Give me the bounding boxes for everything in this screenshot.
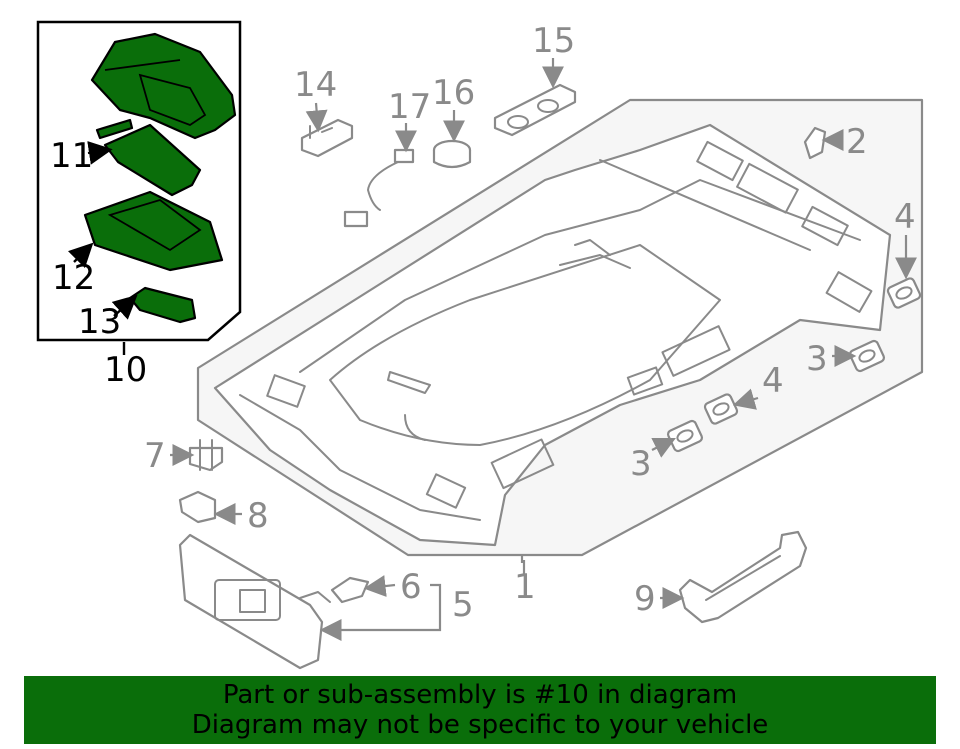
- callout-16: 16: [432, 73, 475, 113]
- callout-9: 9: [634, 579, 656, 619]
- callout-17: 17: [388, 87, 431, 127]
- sunvisor-part-5: [178, 533, 331, 670]
- callout-13: 13: [78, 302, 121, 342]
- assembly-10-box: [36, 20, 242, 342]
- seal-part-6: [330, 576, 370, 604]
- callout-4-middle: 4: [762, 361, 784, 401]
- callout-12: 12: [52, 258, 95, 298]
- callout-15: 15: [532, 21, 575, 61]
- lamp-part-15: [493, 83, 577, 137]
- banner-line-2: Diagram may not be specific to your vehi…: [191, 710, 769, 740]
- leader-lines: [67, 58, 917, 641]
- callout-10: 10: [104, 350, 147, 390]
- hook-part-7: [188, 439, 224, 472]
- frame-part-12-detail: [107, 199, 202, 252]
- cover-part-11-green: [103, 123, 202, 197]
- info-banner: Part or sub-assembly is #10 in diagram D…: [24, 676, 936, 744]
- callout-3-right: 3: [806, 339, 828, 379]
- callout-2: 2: [846, 122, 868, 162]
- callout-14: 14: [294, 65, 337, 105]
- callout-5: 5: [452, 585, 474, 625]
- plug-part-4-upper: [886, 277, 922, 309]
- callout-11: 11: [50, 136, 93, 176]
- headliner-part-1: [196, 98, 924, 557]
- handle-part-9: [678, 530, 808, 624]
- console-housing-green: [90, 32, 237, 140]
- switch-part-13-green: [128, 286, 197, 324]
- banner-line-1: Part or sub-assembly is #10 in diagram: [222, 680, 738, 710]
- bracket-part-14: [300, 118, 354, 158]
- callout-4-upper: 4: [894, 197, 916, 237]
- lens-part-11-green: [95, 118, 134, 140]
- wire-harness-part-17: [343, 148, 415, 228]
- callout-7: 7: [144, 436, 166, 476]
- plug-part-3-right: [848, 339, 886, 373]
- callout-1: 1: [514, 567, 536, 607]
- callout-8: 8: [247, 496, 269, 536]
- callout-6: 6: [400, 567, 422, 607]
- callout-3-middle: 3: [630, 444, 652, 484]
- cap-part-8: [178, 490, 217, 524]
- socket-part-16: [432, 139, 472, 169]
